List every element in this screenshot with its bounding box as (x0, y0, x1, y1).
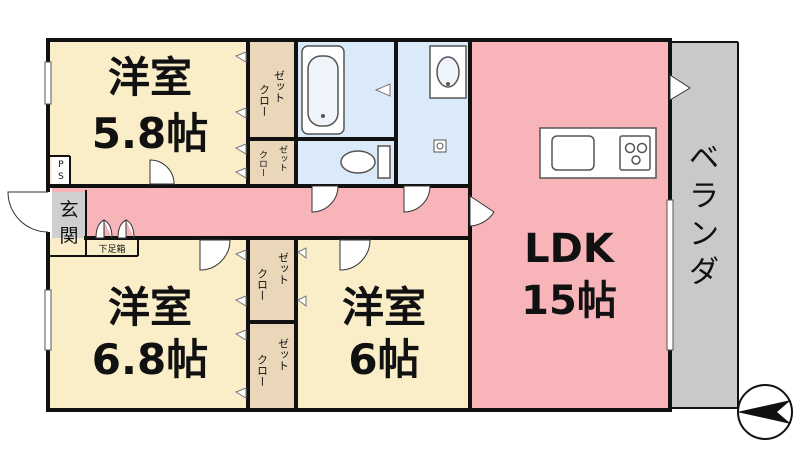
closet-label-1a: ゼット クロー (258, 70, 286, 117)
door-toilet (311, 185, 339, 213)
svg-text:クロー: クロー (258, 84, 271, 117)
door-veranda (669, 74, 691, 101)
closet-label-1b: ゼット クロー (257, 145, 288, 177)
veranda-label-3: ン (689, 217, 719, 252)
stove-icon (619, 135, 651, 171)
room-western2-type: 洋室 (108, 283, 192, 332)
veranda-label-1: ベ (689, 141, 719, 176)
door-western3 (339, 239, 371, 271)
ps-box (52, 156, 70, 184)
closet-2-upper (248, 238, 296, 320)
closet-label-2b: ゼット クロー (256, 338, 290, 387)
door-western2 (199, 239, 231, 271)
entrance-door (7, 191, 49, 233)
svg-text:ゼット: ゼット (277, 338, 290, 371)
room-western-3 (298, 238, 470, 408)
room-western3-type: 洋室 (342, 283, 426, 332)
veranda-label-4: ダ (689, 255, 719, 290)
bathtub-icon (301, 45, 345, 135)
door-washroom (403, 185, 431, 213)
closet-2-lower (248, 322, 296, 408)
room-western3-size: 6帖 (348, 335, 419, 384)
north-arrow-icon (737, 384, 793, 440)
room-western-1 (50, 42, 246, 184)
svg-text:クロー: クロー (257, 150, 267, 177)
room-western1-type: 洋室 (108, 53, 192, 102)
room-ldk-size: 15帖 (521, 278, 617, 324)
svg-text:ゼット: ゼット (273, 70, 286, 103)
kitchen-counter (539, 127, 657, 179)
ps-label-s: S (58, 172, 64, 182)
ps-label-p: P (58, 160, 64, 170)
door-ldk (469, 195, 495, 227)
closet-label-2a: ゼット クロー (256, 252, 290, 301)
walls (46, 38, 672, 412)
room-western2-size: 6.8帖 (92, 335, 208, 384)
veranda-label-2: ラ (689, 179, 719, 214)
shoebox-label: 下足箱 (98, 243, 125, 255)
svg-text:ゼット: ゼット (277, 145, 288, 172)
veranda (668, 42, 738, 408)
svg-text:クロー: クロー (256, 268, 269, 301)
toilet-icon (340, 145, 391, 179)
room-ldk (470, 42, 668, 408)
room-western1-size: 5.8帖 (92, 109, 208, 158)
door-western1 (149, 159, 175, 185)
genkan-label-2: 関 (59, 225, 78, 247)
closet-1-upper (248, 42, 296, 138)
washbasin-icon (429, 45, 467, 153)
svg-text:ゼット: ゼット (277, 252, 290, 285)
svg-text:クロー: クロー (256, 354, 269, 387)
room-ldk-type: LDK (524, 226, 616, 272)
genkan-label-1: 玄 (59, 199, 78, 221)
closet-1-lower (248, 140, 296, 184)
